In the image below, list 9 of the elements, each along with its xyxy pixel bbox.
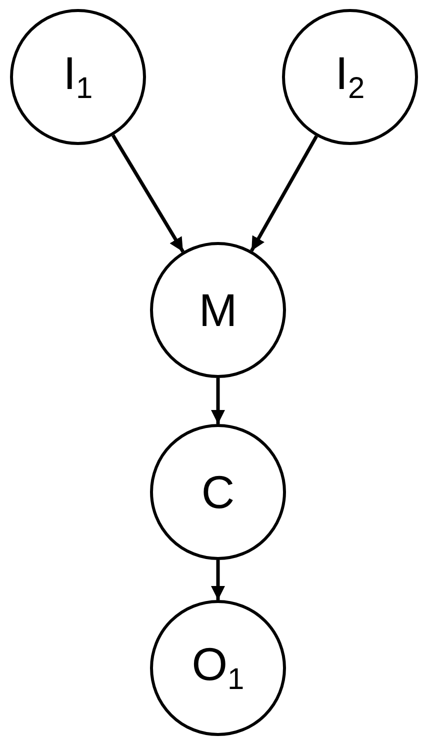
node-label: I$_{1}$ <box>63 50 93 104</box>
arrow <box>211 378 225 424</box>
arrow <box>112 134 184 253</box>
node-label: O$_{1}$ <box>192 641 244 695</box>
node-label: C <box>201 469 235 515</box>
arrow <box>211 560 225 600</box>
node-label: I$_{2}$ <box>335 50 365 104</box>
arrow <box>250 135 318 252</box>
node-label: M <box>198 287 238 333</box>
